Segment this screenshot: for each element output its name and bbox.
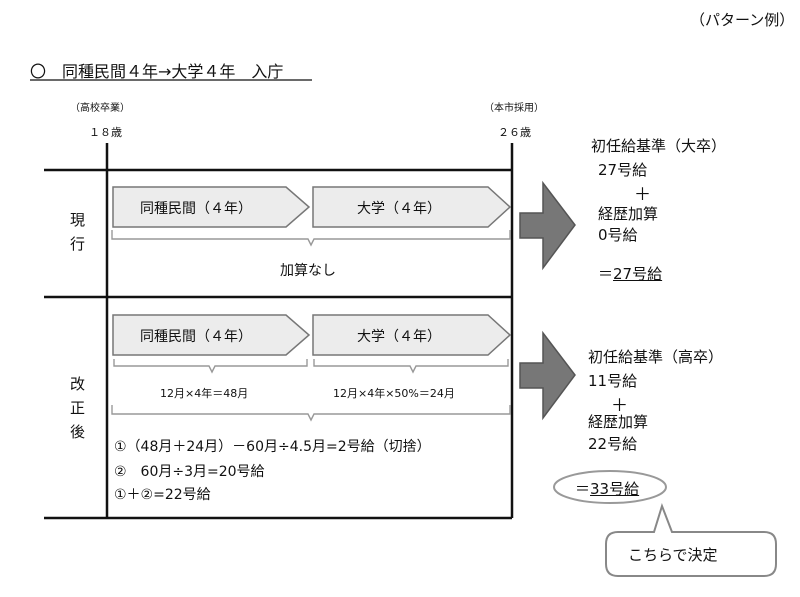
revised-result-basis: 初任給基準（高卒） [588, 348, 724, 366]
revised-university-label: 大学（４年） [357, 329, 441, 345]
revised-result-grade: 11号給 [588, 372, 638, 390]
revised-university-calc: 12月×4年×50%＝24月 [333, 387, 455, 400]
page-title: 〇 同種民間４年→大学４年 入庁 [30, 62, 284, 81]
current-private-label: 同種民間（４年） [140, 201, 252, 217]
callout-box [605, 502, 777, 577]
revised-result-arrow [519, 330, 576, 421]
city-hire-note: （本市採用） [484, 103, 544, 114]
revised-result-total-value: 33号給 [590, 480, 640, 498]
revised-private-arrow [112, 314, 311, 356]
current-result-plus: ＋ [634, 185, 651, 205]
age-18-label: １８歳 [89, 126, 122, 139]
revised-result-total: ＝33号給 [575, 478, 639, 499]
current-result-total: ＝27号給 [598, 263, 662, 284]
revised-formula-2: ② 60月÷3月=20号給 [114, 464, 265, 480]
age-26-label: ２６歳 [498, 126, 531, 139]
revised-formula-1: ①（48月＋24月）－60月÷4.5月=2号給（切捨） [114, 439, 431, 455]
current-result-grade: 27号給 [598, 161, 648, 179]
revised-row-label: 改 正 後 [70, 375, 86, 441]
revised-private-calc: 12月×4年＝48月 [160, 387, 249, 400]
current-university-label: 大学（４年） [357, 201, 441, 217]
current-result-total-value: 27号給 [613, 265, 663, 283]
current-no-addition: 加算なし [280, 263, 336, 279]
revised-result-equals: ＝ [575, 480, 591, 498]
revised-university-bracket [313, 359, 509, 374]
revised-total-bracket [111, 405, 511, 422]
result-ellipse [553, 470, 667, 504]
current-result-arrow [519, 180, 576, 271]
current-result-career-grade: 0号給 [598, 226, 638, 244]
callout-label: こちらで決定 [628, 546, 718, 564]
revised-university-arrow [312, 314, 512, 356]
current-result-career: 経歴加算 [598, 205, 659, 223]
revised-result-career: 経歴加算 [588, 413, 649, 431]
pattern-label: （パターン例） [690, 11, 795, 29]
revised-result-career-grade: 22号給 [588, 435, 638, 453]
revised-formula-3: ①＋②=22号給 [114, 487, 211, 503]
revised-result-plus: ＋ [611, 396, 628, 416]
current-result-equals: ＝ [598, 265, 614, 283]
high-school-note: （高校卒業） [70, 103, 130, 114]
revised-private-label: 同種民間（４年） [140, 329, 252, 345]
current-bracket [111, 230, 511, 247]
current-row-label: 現 行 [70, 211, 86, 253]
current-university-arrow [312, 186, 512, 228]
current-private-arrow [112, 186, 311, 228]
revised-private-bracket [113, 359, 308, 374]
current-result-basis: 初任給基準（大卒） [591, 137, 727, 155]
